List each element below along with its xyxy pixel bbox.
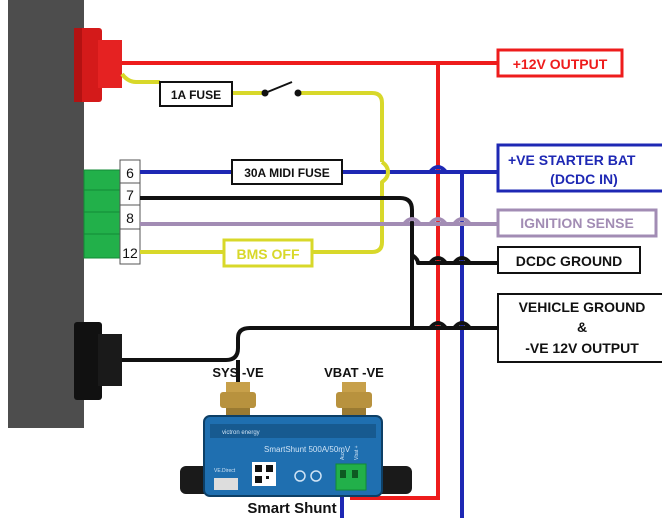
yellow-wires bbox=[120, 72, 390, 254]
vehicle-ground-label-line1: VEHICLE GROUND bbox=[519, 299, 646, 315]
smart-shunt-label: Smart Shunt bbox=[247, 500, 336, 517]
shunt-aux-label: Aux bbox=[340, 451, 346, 460]
switch bbox=[261, 81, 302, 97]
positive-terminal bbox=[74, 28, 122, 102]
vbat-ve-label: VBAT -VE bbox=[324, 365, 384, 380]
sys-ve-label: SYS -VE bbox=[212, 365, 264, 380]
pin-6-label: 6 bbox=[126, 165, 134, 181]
bms-off-label: BMS OFF bbox=[237, 246, 300, 262]
starter-bat-box bbox=[496, 143, 662, 193]
smart-shunt-device bbox=[180, 382, 412, 497]
ignition-sense-box bbox=[496, 208, 658, 238]
fuse-30a-label: 30A MIDI FUSE bbox=[244, 166, 330, 180]
ignition-sense-label: IGNITION SENSE bbox=[520, 215, 634, 231]
pin-8-label: 8 bbox=[126, 210, 134, 226]
negative-terminal bbox=[74, 322, 122, 400]
dcdc-ground-box bbox=[497, 246, 641, 274]
vehicle-ground-box bbox=[497, 293, 662, 363]
bms-connector bbox=[83, 159, 141, 265]
vehicle-ground-label-line2: & bbox=[577, 319, 587, 335]
shunt-vbat-label: Vbat + bbox=[354, 445, 360, 460]
pin-12-label: 12 bbox=[122, 245, 138, 261]
output-12v-label: +12V OUTPUT bbox=[513, 56, 608, 72]
vehicle-ground-label-line3: -VE 12V OUTPUT bbox=[525, 340, 639, 356]
fuse-1a-label: 1A FUSE bbox=[171, 88, 221, 102]
dcdc-ground-label: DCDC GROUND bbox=[516, 253, 623, 269]
pin-7-label: 7 bbox=[126, 187, 134, 203]
bms-off-box bbox=[222, 238, 314, 268]
starter-bat-label-line2: (DCDC IN) bbox=[550, 171, 618, 187]
battery-panel bbox=[8, 0, 84, 428]
black-wires bbox=[122, 196, 500, 400]
shunt-brand: victron energy bbox=[222, 430, 260, 436]
shunt-model: SmartShunt 500A/50mV bbox=[264, 445, 351, 454]
shunt-port-label: VE.Direct bbox=[214, 468, 236, 474]
fuse-30a-box bbox=[231, 159, 343, 185]
output-12v-box bbox=[496, 48, 624, 78]
wire-crossings bbox=[402, 165, 472, 330]
starter-bat-label-line1: +VE STARTER BAT bbox=[508, 152, 636, 168]
fuse-1a-box bbox=[159, 81, 233, 107]
